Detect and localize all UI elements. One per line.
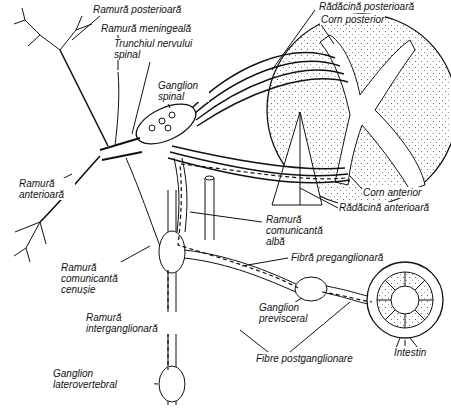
part-label: Ramură meningeală	[100, 23, 192, 34]
part-label: Trunchiul nervului spinal	[113, 38, 210, 60]
part-label: Ramură interganglionară	[85, 312, 187, 334]
part-label: Ganglion laterovertebral	[52, 368, 154, 390]
part-label: Rădăcină anterioară	[338, 202, 430, 213]
part-label: Ramură comunicantă albă	[265, 214, 339, 247]
part-label: Ganglion previsceral	[258, 302, 324, 324]
part-label: Rădăcină posterioară	[318, 1, 415, 12]
part-label: Ganglion spinal	[157, 80, 209, 102]
part-label: Corn anterior	[362, 187, 422, 198]
part-label: Fibre postganglionare	[255, 353, 354, 364]
part-label: Intestin	[393, 347, 427, 358]
part-label: Ramură comunicantă cenușie	[60, 262, 134, 295]
part-label: Corn posterior	[320, 14, 385, 25]
part-label: Ramură anterioară	[18, 178, 75, 200]
part-label: Fibră preganglionară	[290, 252, 384, 263]
part-label: Ramură posterioară	[92, 4, 182, 15]
